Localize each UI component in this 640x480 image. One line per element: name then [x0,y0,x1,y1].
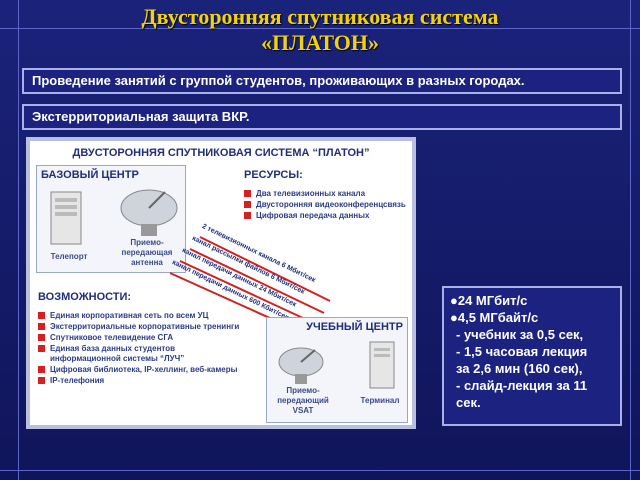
vsat-label: Приемо- передающий VSAT [277,386,329,415]
stat-line: сек. [456,395,481,410]
speed-stats: ●24 МГбит/с ●4,5 МГбайт/с - учебник за 0… [442,286,622,426]
satellite-links [169,236,331,338]
stat-line: - слайд-лекция за 11 [456,378,588,393]
link-line [179,260,319,326]
slide-title-line2: «ПЛАТОН» [260,30,380,55]
terminal-label: Терминал [360,396,400,405]
capabilities-title: ВОЗМОЖНОСТИ: [38,291,132,303]
stat-bullet: ●4,5 МГбайт/с [450,310,539,325]
capability-item: Единая база данных студентов информацион… [38,344,244,364]
server-icon [50,191,82,245]
link-line [189,248,325,314]
resources-title: РЕСУРСЫ: [244,169,303,181]
grid-line [630,0,631,480]
resource-item: Двусторонняя видеоконференцсвязь [244,200,412,210]
grid-line [18,0,19,480]
vsat-icon [278,347,324,384]
capability-item: Спутниковое телевидение СГА [38,333,244,343]
info-bar-1: Проведение занятий с группой студентов, … [22,68,622,94]
link-line [199,236,331,302]
capability-item: Экстерриториальные корпоративные тренинг… [38,322,244,332]
grid-line [0,28,640,29]
terminal-icon [369,341,395,389]
stat-bullet: ●24 МГбит/с [450,293,528,308]
edu-center-box: УЧЕБНЫЙ ЦЕНТР Приемо- передающий VSAT Те… [266,317,408,423]
capability-item: Единая корпоративная сеть по всем УЦ [38,311,244,321]
capability-item: IP-телефония [38,376,244,386]
slide-title: Двусторонняя спутниковая система «ПЛАТОН… [0,4,640,56]
resource-item: Цифровая передача данных [244,211,412,221]
system-diagram: ДВУСТОРОННЯЯ СПУТНИКОВАЯ СИСТЕМА “ПЛАТОН… [26,137,416,429]
base-center-box: БАЗОВЫЙ ЦЕНТР Телепорт Приемо- передающа… [36,165,186,273]
teleport-label: Телепорт [50,252,88,261]
stat-line: - 1,5 часовая лекция [456,344,588,359]
info-bar-2: Экстерриториальная защита ВКР. [22,104,622,130]
base-center-title: БАЗОВЫЙ ЦЕНТР [41,169,139,181]
resources-list: Два телевизионных канала Двусторонняя ви… [244,189,412,222]
slide-title-line1: Двусторонняя спутниковая система [141,4,499,29]
antenna-label: Приемо- передающая антенна [121,238,173,267]
antenna-icon [120,189,178,236]
capabilities-list: Единая корпоративная сеть по всем УЦ Экс… [38,311,244,387]
stat-line: за 2,6 мин (160 сек), [456,361,583,376]
resource-item: Два телевизионных канала [244,189,412,199]
diagram-heading: ДВУСТОРОННЯЯ СПУТНИКОВАЯ СИСТЕМА “ПЛАТОН… [72,147,370,159]
stat-line: - учебник за 0,5 сек, [456,327,584,342]
capability-item: Цифровая библиотека, IP-хеллинг, веб-кам… [38,365,244,375]
edu-center-title: УЧЕБНЫЙ ЦЕНТР [306,321,403,333]
grid-line [0,470,640,471]
